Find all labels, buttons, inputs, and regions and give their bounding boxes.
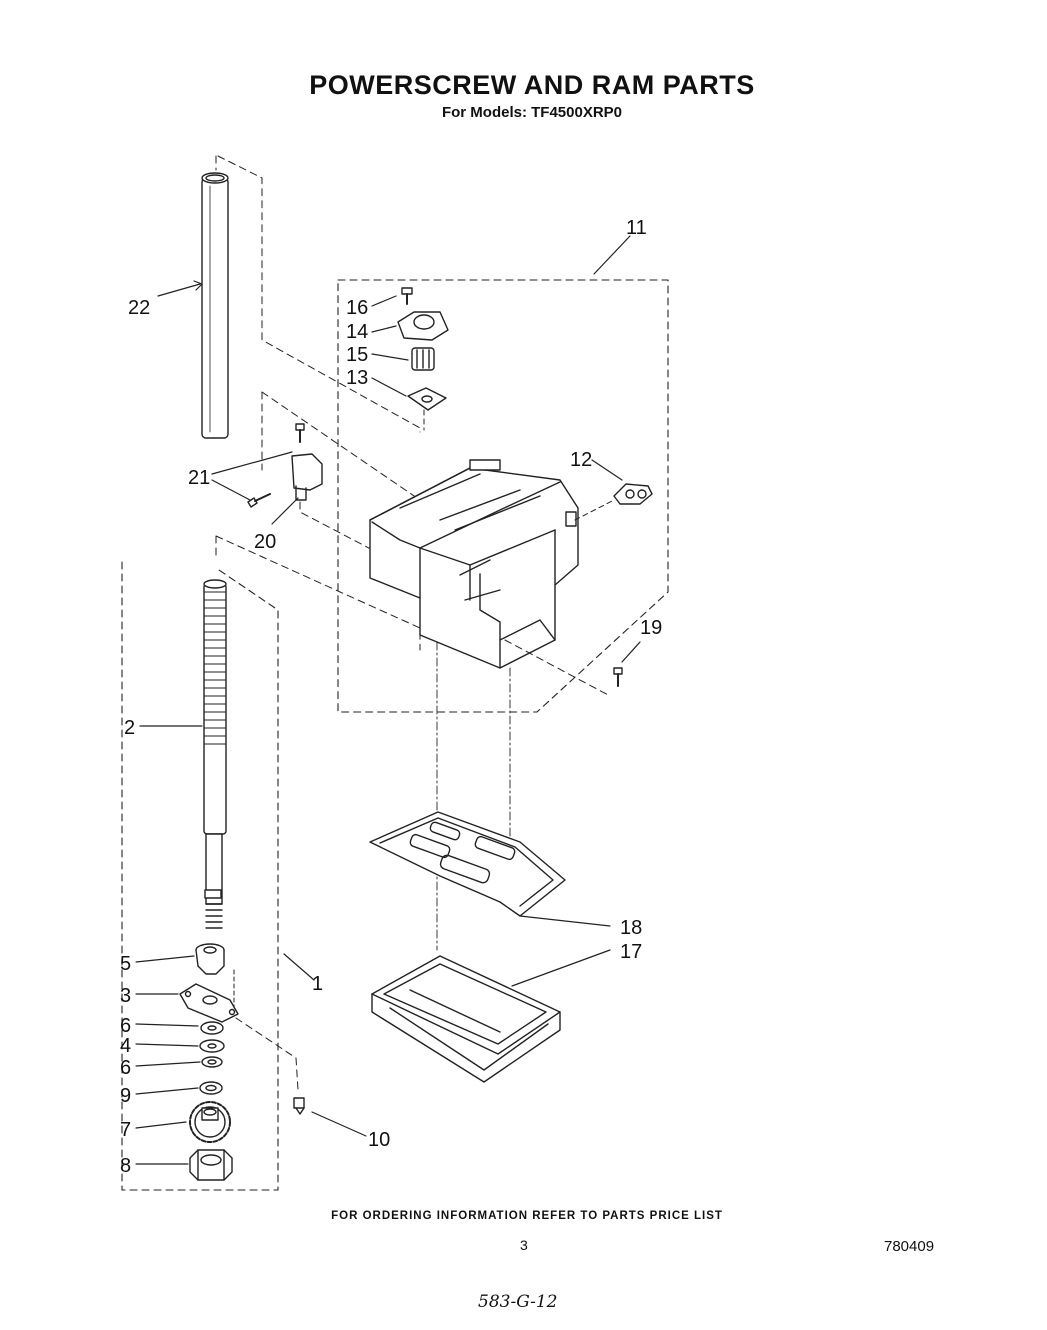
- callout-10: 10: [368, 1129, 390, 1151]
- callout-9: 9: [120, 1085, 131, 1107]
- page-number: 3: [520, 1237, 528, 1253]
- callout-20: 20: [254, 531, 276, 553]
- part-19-screw: [613, 667, 623, 687]
- part-3-plate: [179, 983, 239, 1023]
- part-13-plate: [407, 387, 447, 411]
- part-8-nut: [189, 1149, 233, 1181]
- part-7-sprocket: [189, 1101, 231, 1143]
- part-16-screw: [401, 287, 413, 305]
- document-number: 780409: [884, 1238, 935, 1255]
- part-2-powerscrew: [203, 579, 227, 929]
- callout-leaders: [135, 235, 641, 1165]
- callout-6-lower: 6: [120, 1057, 131, 1079]
- part-14-bearing-housing: [397, 311, 449, 341]
- models-subtitle: For Models: TF4500XRP0: [441, 104, 623, 121]
- part-5-bearing: [195, 943, 225, 975]
- part-21-screws: [247, 423, 305, 508]
- page-title: POWERSCREW AND RAM PARTS: [309, 70, 755, 100]
- handwritten-note: 583-G-12: [478, 1292, 558, 1312]
- ram-housing: [369, 459, 579, 669]
- callout-11: 11: [626, 217, 647, 239]
- callout-13: 13: [346, 367, 368, 389]
- callout-18: 18: [620, 917, 642, 939]
- callout-19: 19: [640, 617, 662, 639]
- ordering-note: FOR ORDERING INFORMATION REFER TO PARTS …: [331, 1210, 723, 1222]
- callout-22: 22: [128, 297, 150, 319]
- callout-15: 15: [346, 344, 368, 366]
- callout-14: 14: [346, 321, 368, 343]
- callout-2: 2: [124, 717, 135, 739]
- part-10-screw: [293, 1097, 305, 1115]
- callout-numbers: 22 21 20 16 14 15 13 11 12 19 2 5 3 6 4 …: [120, 217, 662, 1177]
- callout-17: 17: [620, 941, 642, 963]
- callout-8: 8: [120, 1155, 131, 1177]
- part-12-clip: [613, 483, 653, 505]
- callout-16: 16: [346, 297, 368, 319]
- callout-4: 4: [120, 1035, 131, 1057]
- washer-stack: [199, 1021, 225, 1095]
- callout-6-upper: 6: [120, 1015, 131, 1037]
- part-18-plate: [369, 811, 566, 917]
- callout-1: 1: [312, 973, 323, 995]
- part-17-pan: [371, 955, 561, 1083]
- callout-21: 21: [188, 467, 210, 489]
- callout-5: 5: [120, 953, 131, 975]
- part-20-switch: [291, 453, 323, 501]
- callout-12: 12: [570, 449, 592, 471]
- callout-7: 7: [120, 1119, 131, 1141]
- part-15-coupling: [411, 347, 435, 371]
- callout-3: 3: [120, 985, 131, 1007]
- part-22-tube: [201, 172, 229, 439]
